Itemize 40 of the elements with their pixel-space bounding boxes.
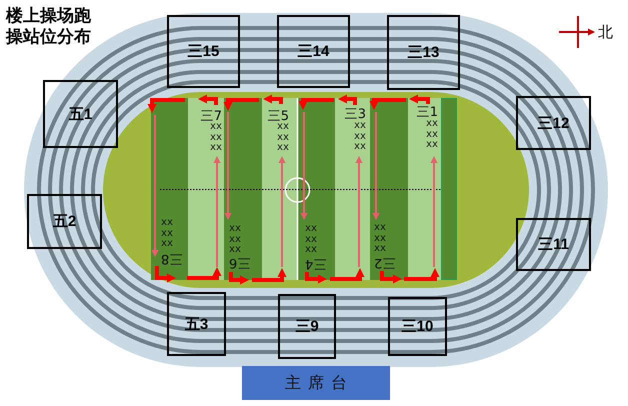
- station-label: 三10: [402, 318, 434, 335]
- station-box: [516, 218, 591, 271]
- station-label: 五3: [184, 316, 208, 332]
- station-box: [387, 15, 460, 90]
- student-marks: xx xx xx: [161, 218, 174, 250]
- station-label: 三15: [188, 43, 220, 60]
- station-label: 五2: [52, 213, 76, 230]
- station-label: 三14: [298, 43, 330, 60]
- class-label: 三4: [305, 257, 326, 270]
- student-marks: xx xx xx: [354, 121, 366, 152]
- title: 楼上操场跑操站位分布: [6, 6, 92, 48]
- class-label: 三1: [416, 106, 438, 119]
- student-marks: xx xx xx: [276, 122, 289, 154]
- station-label: 五1: [68, 106, 92, 122]
- station-box: [167, 15, 240, 88]
- student-marks: xx xx xx: [210, 122, 222, 154]
- station-box: [277, 15, 350, 88]
- station-box: [27, 194, 102, 249]
- student-marks: xx xx xx: [229, 224, 242, 256]
- station-label: 三11: [538, 236, 569, 253]
- class-label: 三2: [374, 256, 396, 269]
- student-marks: xx xx xx: [426, 119, 438, 150]
- stand-label: 主席台: [284, 373, 354, 393]
- station-box: [43, 80, 118, 148]
- student-marks: xx xx xx: [305, 224, 318, 256]
- class-label: 三5: [268, 110, 289, 123]
- stand-box: [242, 366, 390, 400]
- station-box: [278, 294, 336, 359]
- station-label: 三13: [408, 44, 440, 61]
- station-label: 三12: [538, 114, 570, 132]
- station-box: [516, 96, 591, 150]
- station-box: [167, 292, 226, 356]
- station-box: [388, 297, 447, 356]
- class-label: 三3: [344, 108, 366, 121]
- compass-label: 北: [598, 24, 613, 40]
- class-label: 三6: [229, 256, 250, 269]
- class-label: 三8: [161, 252, 182, 265]
- class-label: 三7: [200, 110, 222, 123]
- student-marks: xx xx xx: [374, 223, 386, 254]
- station-label: 三9: [295, 318, 319, 335]
